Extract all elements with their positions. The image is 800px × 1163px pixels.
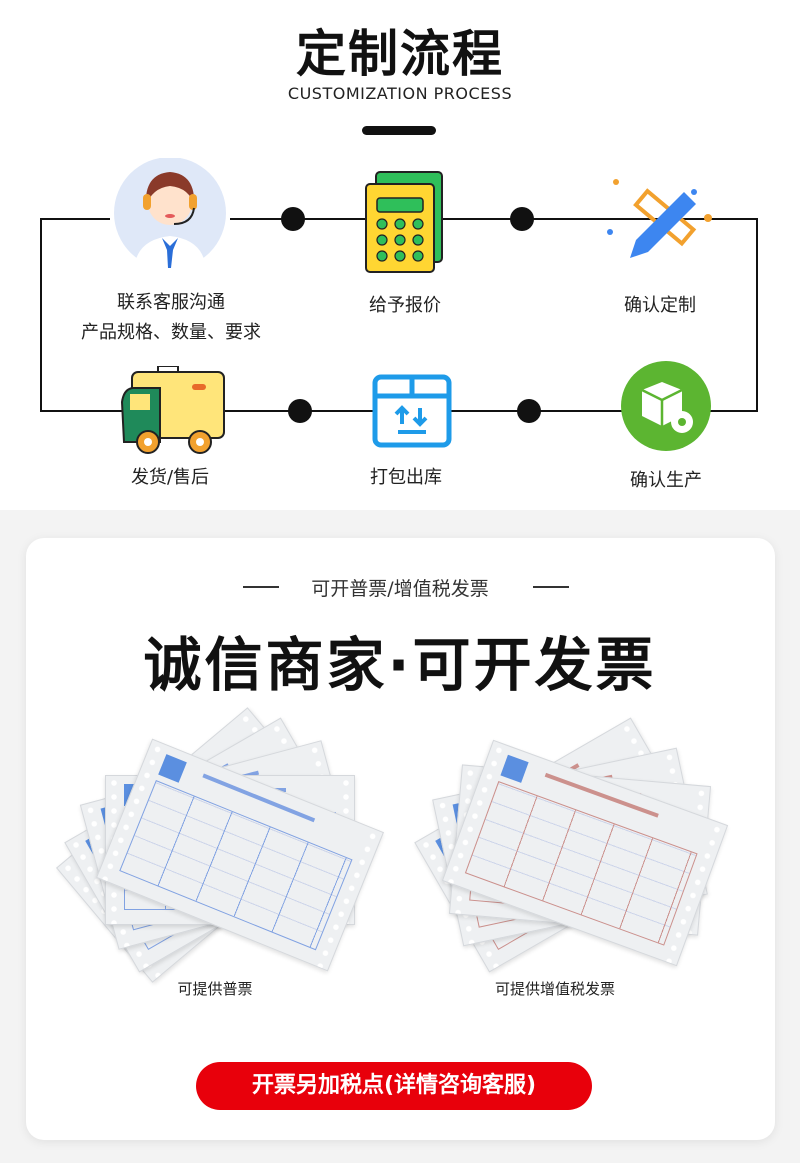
flow-line-right [756, 218, 758, 412]
ordinary-invoice-caption: 可提供普票 [177, 980, 253, 998]
package-box-icon [372, 374, 452, 448]
invoice-tax-button[interactable]: 开票另加税点(详情咨询客服) [196, 1062, 592, 1110]
ordinary-invoice-image [55, 700, 385, 983]
flow-line-left [40, 218, 42, 412]
kicker-line-right [533, 586, 569, 588]
kicker-line-left [243, 586, 279, 588]
calculator-icon [364, 170, 446, 274]
page-title: 定制流程 [296, 25, 504, 83]
step-label-confirm-production: 确认生产 [630, 470, 702, 491]
page-subtitle: CUSTOMIZATION PROCESS [287, 84, 513, 103]
step-label-contact: 联系客服沟通 [117, 292, 225, 313]
vat-invoice-image [414, 700, 735, 980]
invoice-headline: 诚信商家·可开发票 [143, 631, 657, 699]
step-label-packing: 打包出库 [370, 467, 442, 488]
invoice-kicker: 可开普票/增值税发票 [311, 578, 489, 600]
title-divider [362, 126, 436, 135]
step-label-shipping: 发货/售后 [130, 467, 210, 488]
step-label-quote: 给予报价 [369, 295, 441, 316]
step-label-confirm-custom: 确认定制 [624, 295, 696, 316]
vat-invoice-caption: 可提供增值税发票 [494, 980, 615, 998]
pencil-ruler-icon [604, 178, 716, 270]
flow-dot [510, 207, 534, 231]
delivery-truck-icon [118, 365, 230, 458]
production-box-gear-icon [620, 360, 712, 452]
flow-dot [288, 399, 312, 423]
step-label-contact-detail: 产品规格、数量、要求 [81, 322, 261, 343]
customer-service-icon [110, 157, 230, 273]
flow-dot [517, 399, 541, 423]
flow-dot [281, 207, 305, 231]
